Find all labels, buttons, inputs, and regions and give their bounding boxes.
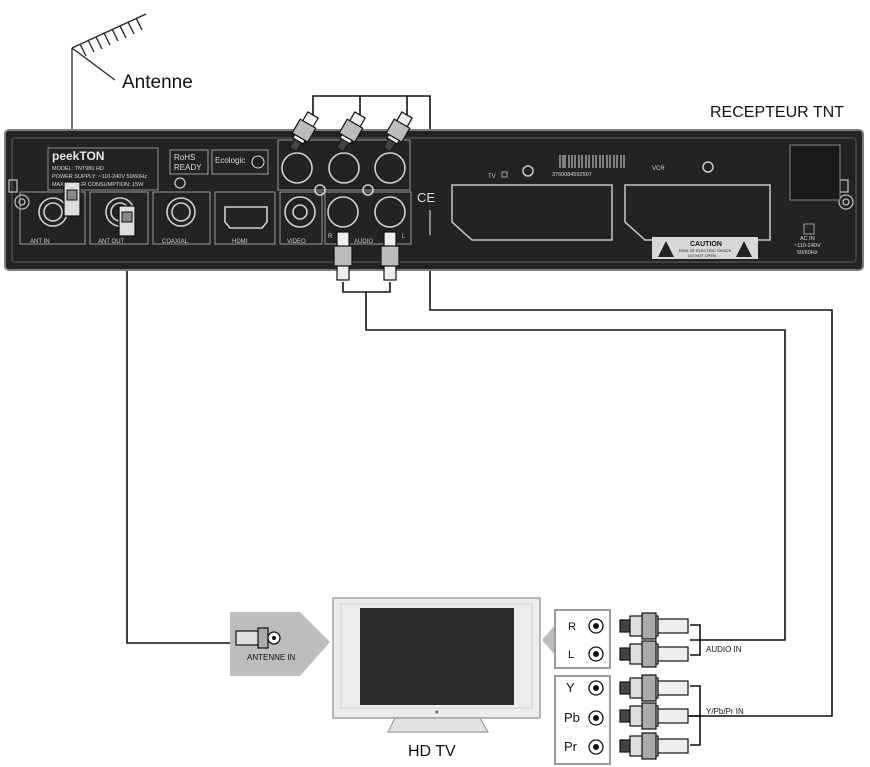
brand-logo: peekTON: [52, 149, 104, 163]
tv-jack-y: Y: [566, 680, 575, 695]
tv-audio-input-panel: [554, 609, 611, 669]
tv-jack-r: R: [568, 621, 576, 633]
ypbpr-in-label: Y/Pb/Pr IN: [706, 707, 744, 716]
tv-label: HD TV: [408, 743, 456, 760]
tv-component-jacks: Y Pb Pr: [564, 680, 604, 755]
caution-title: CAUTION: [690, 241, 722, 248]
caution-sub: RISK OF ELECTRIC SHOCK: [679, 248, 732, 253]
port-label-video: VIDEO: [287, 239, 306, 245]
barcode-icon: 3760084592507: [552, 154, 628, 178]
audio-in-label: AUDIO IN: [706, 645, 742, 654]
power-text: POWER SUPPLY: ~110-240V 50/60Hz: [52, 174, 147, 180]
port-label-ant-out: ANT OUT: [98, 239, 125, 245]
rohs-logo: RoHS: [174, 153, 195, 162]
rca-plugs-audio: [333, 231, 400, 281]
port-label-l: L: [402, 234, 406, 240]
antenna-label: Antenne: [122, 72, 193, 93]
tv-rca-plugs: [619, 612, 689, 760]
tv-jack-pb: Pb: [564, 710, 580, 725]
antenna-in-label: ANTENNE IN: [247, 653, 296, 662]
port-label-r: R: [328, 234, 333, 240]
port-label-audio: AUDIO: [354, 239, 373, 245]
scart-vcr-label: VCR: [652, 166, 665, 172]
hdmi-port-icon: [224, 206, 268, 229]
ready-logo: READY: [174, 163, 202, 172]
antout-plug: [118, 205, 136, 237]
cables: [126, 95, 833, 746]
ce-mark: CE: [417, 190, 435, 205]
scart-tv-label: TV: [488, 174, 496, 180]
ac-spec-label: ~110-240V: [794, 243, 821, 249]
consumption-text: MAX POWER CONSUMPTION: 15W: [52, 182, 144, 188]
tv-audio-jacks: R L: [568, 618, 604, 662]
rca-plugs-top: [288, 111, 414, 153]
antenna-plug: [63, 181, 81, 217]
receiver-label: RECEPTEUR TNT: [710, 104, 844, 121]
ac-in-label: AC IN: [800, 236, 815, 242]
tv-screen: [360, 608, 514, 705]
caution-sub2: DO NOT OPEN: [688, 253, 716, 258]
tv-jack-l: L: [568, 649, 574, 661]
scart-tv-port: [451, 184, 613, 241]
port-label-ant-in: ANT IN: [30, 239, 50, 245]
hd-tv: [332, 597, 541, 733]
port-label-coaxial: COAXIAL: [162, 239, 189, 245]
tv-jack-pr: Pr: [564, 739, 578, 754]
model-text: MODEL: TNT980 HD: [52, 166, 104, 172]
barcode-number: 3760084592507: [552, 172, 592, 178]
receiver-panel: peekTON MODEL: TNT980 HD POWER SUPPLY: ~…: [4, 129, 864, 271]
ac-hz-label: 50/60Hz: [797, 250, 818, 256]
port-label-hdmi: HDMI: [232, 239, 248, 245]
antenna-in-callout: ANTENNE IN: [230, 612, 330, 676]
caution-label: CAUTION RISK OF ELECTRIC SHOCK DO NOT OP…: [652, 237, 758, 259]
ecologic-logo: Ecologic: [215, 156, 245, 165]
